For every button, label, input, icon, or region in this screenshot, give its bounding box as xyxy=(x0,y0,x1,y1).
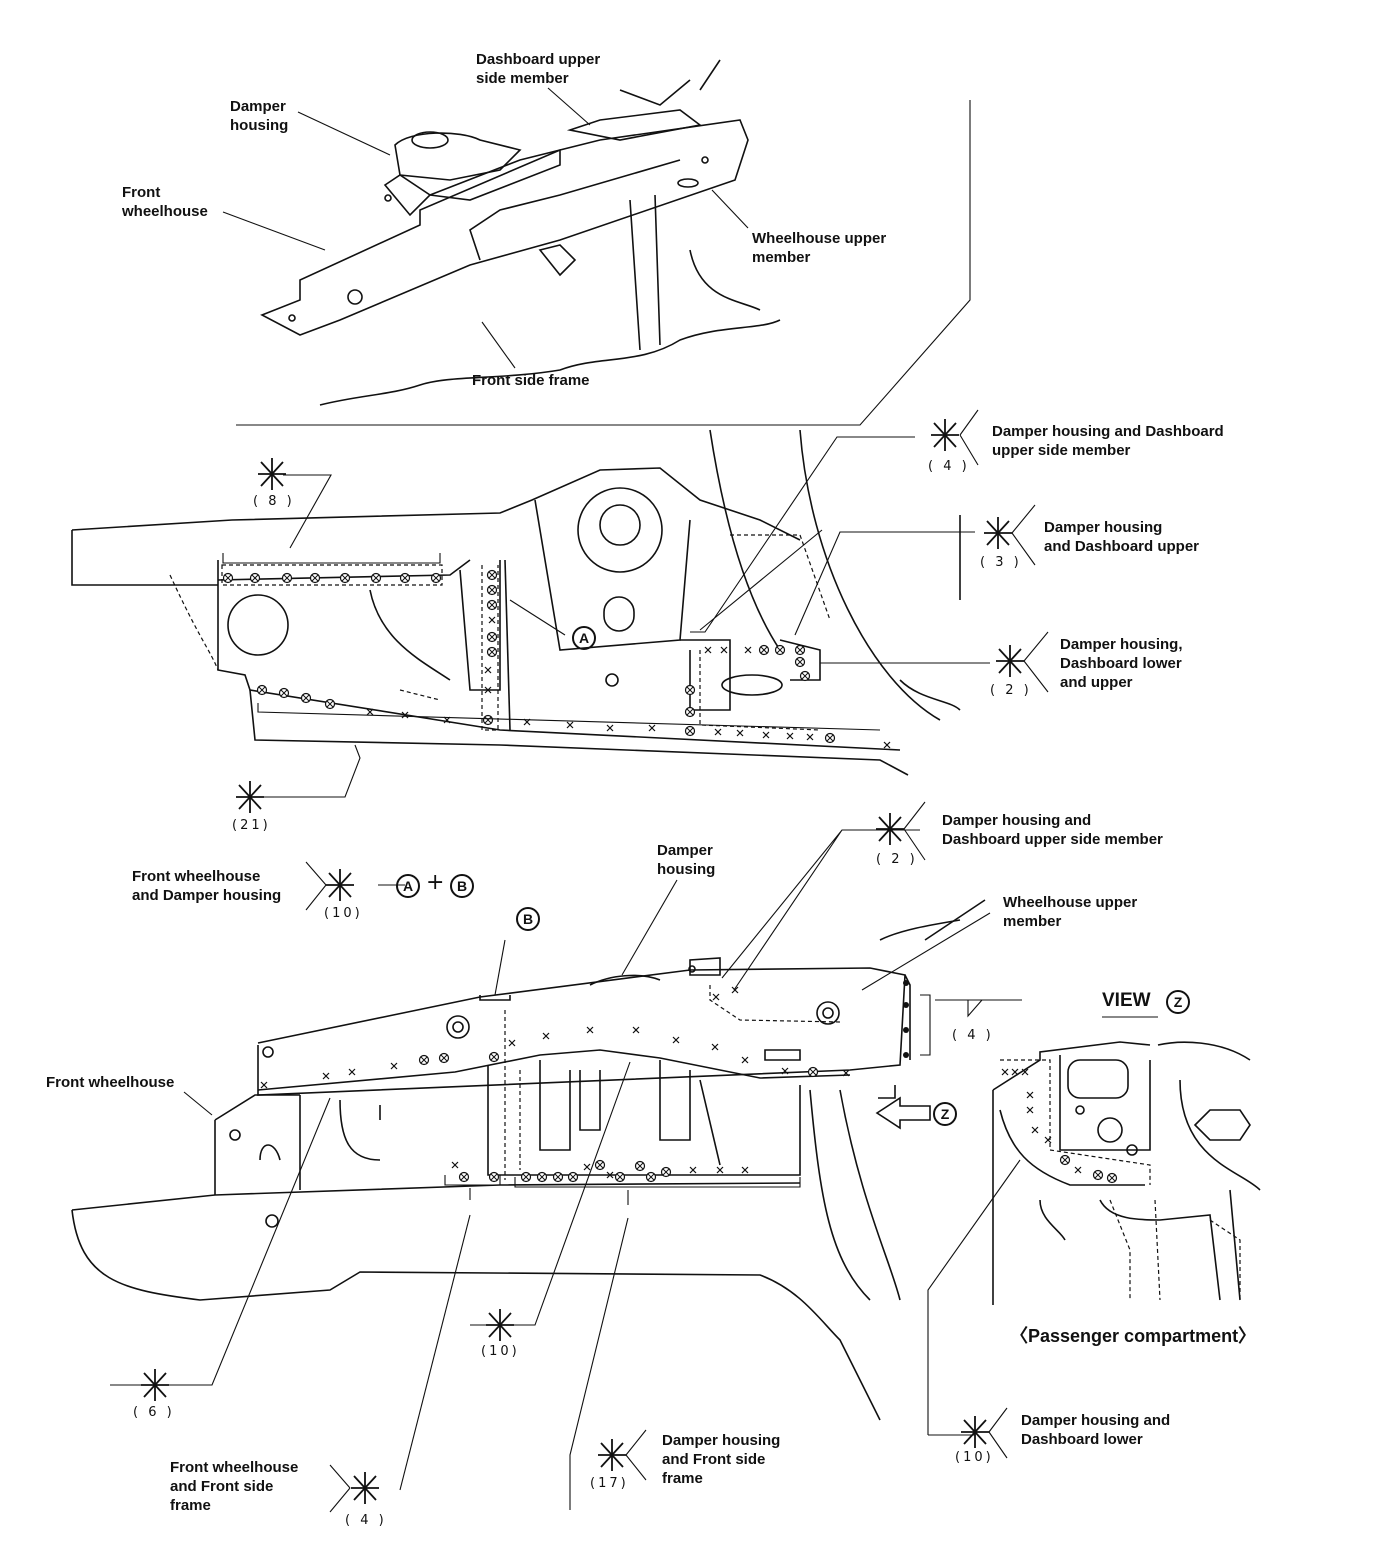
callout-count-2: ( 2 ) xyxy=(990,683,1032,698)
label-damper-housing-2: Damper housing xyxy=(657,842,716,878)
callout-count-21: (21) xyxy=(232,818,271,833)
label-damper-housing: Damper housing xyxy=(230,98,289,134)
callout-count-17: (17) xyxy=(590,1476,629,1491)
callout-text-3: Damper housing and Dashboard upper xyxy=(1044,519,1200,555)
top-iso-view xyxy=(222,59,971,426)
callout-count-10a: (10) xyxy=(324,906,363,921)
label-front-wheelhouse-2: Front wheelhouse xyxy=(46,1074,175,1091)
callout-text-10c: Damper housing and Dashboard lower xyxy=(1021,1412,1171,1448)
label-wheelhouse-upper-member-2: Wheelhouse upper member xyxy=(1003,894,1138,930)
marker-a-2: A xyxy=(396,874,420,898)
passenger-compartment-label: 〈Passenger compartment〉 xyxy=(1010,1326,1257,1346)
callout-count-3: ( 3 ) xyxy=(980,555,1022,570)
callout-count-2b: ( 2 ) xyxy=(876,852,918,867)
callout-text-2: Damper housing, Dashboard lower and uppe… xyxy=(1060,636,1183,691)
callout-count-10b: (10) xyxy=(481,1344,520,1359)
callout-count-4: ( 4 ) xyxy=(928,459,970,474)
marker-b: B xyxy=(450,874,474,898)
view-z-title: VIEW xyxy=(1102,990,1151,1011)
callout-count-8: ( 8 ) xyxy=(253,494,295,509)
callout-text-17: Damper housing and Front side frame xyxy=(662,1432,781,1487)
marker-z: Z xyxy=(933,1102,957,1126)
label-front-side-frame: Front side frame xyxy=(472,372,590,389)
view-z-marker: Z xyxy=(1166,990,1190,1014)
label-dashboard-upper-side-member: Dashboard upper side member xyxy=(476,51,601,87)
plus-sign: + xyxy=(426,870,445,895)
callout-count-4b: ( 4 ) xyxy=(952,1028,994,1043)
view-z-inset xyxy=(927,1016,1261,1436)
callout-count-4c: ( 4 ) xyxy=(345,1513,387,1528)
callout-text-4: Damper housing and Dashboard upper side … xyxy=(992,423,1224,459)
callout-text-4c: Front wheelhouse and Front side frame xyxy=(170,1459,299,1514)
bottom-side-view xyxy=(71,829,1022,1510)
marker-b-2: B xyxy=(516,907,540,931)
marker-a: A xyxy=(572,626,596,650)
callout-count-10c: (10) xyxy=(955,1450,994,1465)
callout-text-10a: Front wheelhouse and Damper housing xyxy=(132,868,282,904)
callout-count-6: ( 6 ) xyxy=(133,1405,175,1420)
label-wheelhouse-upper-member: Wheelhouse upper member xyxy=(752,230,887,266)
callout-text-2b: Damper housing and Dashboard upper side … xyxy=(942,812,1163,848)
middle-side-view xyxy=(71,429,990,798)
callout-stars xyxy=(140,409,1049,1513)
label-front-wheelhouse: Front wheelhouse xyxy=(122,184,208,220)
